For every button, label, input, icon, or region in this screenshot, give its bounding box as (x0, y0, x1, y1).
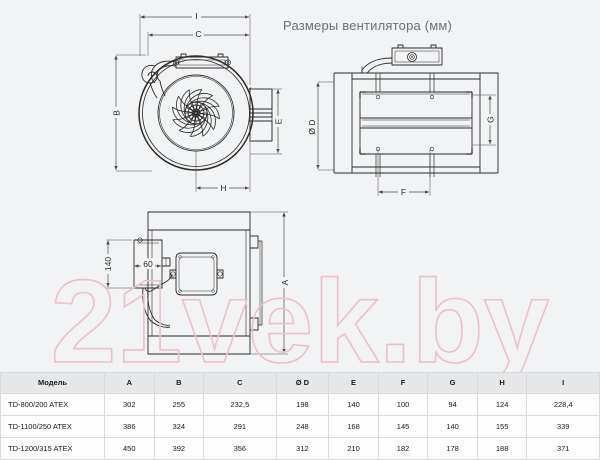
column-header-f: F (377, 372, 429, 394)
column-header-g: G (427, 372, 478, 394)
cell-g: 94 (427, 393, 478, 416)
dimension-label-C: C (195, 29, 201, 39)
cell-g: 140 (427, 415, 478, 438)
dimension-label-diameter-D: Ø D (307, 119, 317, 134)
cell-b: 392 (153, 437, 205, 460)
cell-h: 124 (476, 393, 528, 416)
cell-d: 248 (275, 415, 330, 438)
column-header-model: Модель (0, 372, 105, 394)
top-view-geometry (133, 211, 263, 355)
cell-h: 188 (476, 437, 528, 460)
dimension-label-I: I (195, 11, 197, 21)
column-header-a: A (104, 372, 155, 394)
dimension-label-G: G (486, 116, 496, 123)
front-view-dimensions (114, 14, 282, 192)
table-row: TD-1200/315 ATEX 450 392 356 312 210 182… (0, 437, 600, 460)
cell-a: 302 (104, 393, 155, 416)
column-header-c: C (203, 372, 277, 394)
column-header-e: E (328, 372, 379, 394)
cell-c: 232,5 (203, 393, 277, 416)
fan-technical-drawing: I C B E H Ø D G F 140 60 (102, 10, 499, 355)
cell-c: 291 (203, 415, 277, 438)
drawing-canvas: I C B E H Ø D G F 140 60 (0, 10, 600, 460)
dimension-label-140: 140 (103, 257, 113, 271)
table-header-row: Модель A B C Ø D E F G H I (0, 372, 600, 394)
cell-i: 228,4 (526, 393, 600, 416)
dimension-label-60: 60 (143, 259, 153, 269)
cell-c: 356 (203, 437, 277, 460)
cell-b: 255 (153, 393, 205, 416)
cell-model: TD-800/200 ATEX (0, 393, 105, 416)
cell-b: 324 (153, 415, 205, 438)
cell-a: 450 (104, 437, 155, 460)
specifications-table: Модель A B C Ø D E F G H I TD-800/200 AT… (0, 372, 600, 460)
cell-f: 145 (377, 415, 429, 438)
page-title: Размеры вентилятора (мм) (283, 18, 453, 33)
dimension-label-H: H (220, 183, 226, 193)
dimension-label-B: B (112, 110, 122, 116)
cell-d: 312 (275, 437, 330, 460)
dimension-label-E: E (274, 118, 284, 124)
cell-model: TD-1100/250 ATEX (0, 415, 105, 438)
cell-i: 339 (526, 415, 600, 438)
top-view-dimensions (106, 211, 288, 355)
table-row: TD-800/200 ATEX 302 255 232,5 198 140 10… (0, 393, 600, 416)
dimension-label-A: A (280, 279, 290, 285)
dimension-label-F: F (401, 187, 406, 197)
front-view-geometry (138, 53, 273, 171)
cell-e: 210 (328, 437, 379, 460)
column-header-b: B (153, 372, 205, 394)
cell-model: TD-1200/315 ATEX (0, 437, 105, 460)
column-header-d: Ø D (275, 372, 330, 394)
cell-f: 182 (377, 437, 429, 460)
cell-e: 140 (328, 393, 379, 416)
cell-e: 168 (328, 415, 379, 438)
side-view-geometry (333, 44, 499, 177)
column-header-i: I (526, 372, 600, 394)
column-header-h: H (476, 372, 528, 394)
cell-d: 198 (275, 393, 330, 416)
cell-f: 100 (377, 393, 429, 416)
cell-i: 371 (526, 437, 600, 460)
side-view-dimensions (316, 81, 496, 196)
cell-a: 386 (104, 415, 155, 438)
table-row: TD-1100/250 ATEX 386 324 291 248 168 145… (0, 415, 600, 438)
cell-g: 178 (427, 437, 478, 460)
cell-h: 155 (476, 415, 528, 438)
